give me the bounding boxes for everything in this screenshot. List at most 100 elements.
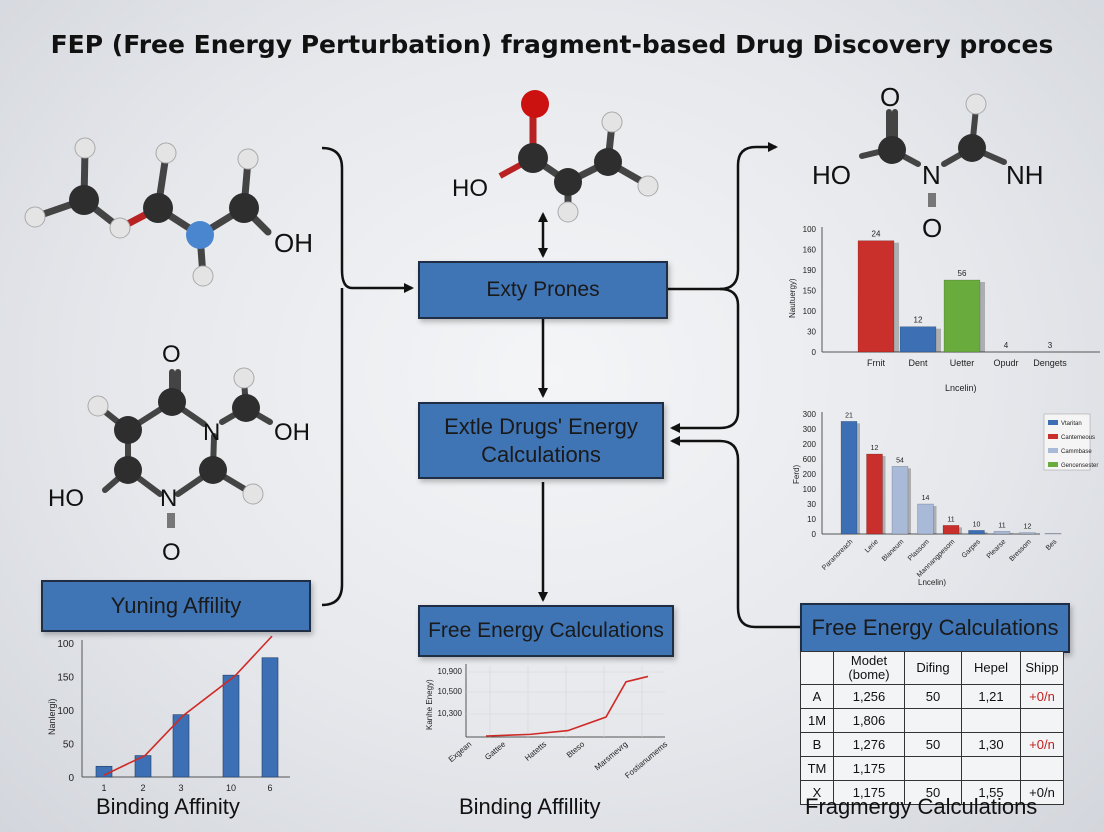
- chart2-bar-side: [959, 527, 962, 534]
- table-cell: 1,175: [833, 780, 905, 805]
- chart3-ytick: 150: [57, 673, 74, 684]
- chart2-ytick: 0: [812, 530, 817, 539]
- chart2-bar-side: [882, 456, 886, 534]
- chart2-data-label: 14: [922, 495, 930, 502]
- right-bracket-lower: [670, 287, 740, 433]
- chart2-ytick: 300: [803, 410, 817, 419]
- chart2-legend-swatch: [1048, 448, 1058, 453]
- chart2-bar-side: [984, 532, 988, 534]
- mol-ml-label-ho: HO: [48, 485, 84, 512]
- table-cell: 1,276: [833, 732, 905, 757]
- table-cell: [904, 708, 962, 733]
- chart2-data-label: 21: [845, 412, 853, 419]
- chart2-ytick: 200: [803, 440, 817, 449]
- chart2-data-label: 12: [871, 445, 879, 452]
- chart2-data-label: 12: [1024, 524, 1032, 531]
- chart2-ytick: 300: [803, 425, 817, 434]
- table-cell: [1020, 708, 1064, 733]
- chart1-bar-side: [936, 328, 941, 352]
- chart2-legend-label: Vtaritan: [1061, 421, 1082, 427]
- chart3-ytick: 50: [63, 740, 75, 751]
- caption-right: Fragmergy Calculations: [805, 794, 1038, 819]
- chart3-category: 10: [226, 783, 236, 793]
- mol-tr-label-n: N: [922, 160, 941, 190]
- chart1-ytick: 30: [807, 328, 816, 337]
- chart2-xlabel: Lncelin): [918, 578, 946, 587]
- chart1-ytick: 100: [803, 225, 817, 234]
- mol-tr-label-o-bottom: O: [922, 213, 942, 243]
- table-cell: 50: [904, 684, 962, 709]
- table-cell: 1,256: [833, 684, 905, 709]
- chart1-data-label: 12: [914, 316, 923, 325]
- chart4-ytick: 10,300: [438, 709, 463, 718]
- mol-ml-label-n-right: N: [203, 419, 220, 446]
- table-row: B 1,276 50 1,30 +0/n: [800, 732, 1064, 757]
- table-cell: 1,806: [833, 708, 905, 733]
- chart1-ytick: 190: [803, 266, 817, 275]
- chart3-ytick: 100: [57, 706, 74, 717]
- chart3-category: 6: [267, 783, 272, 793]
- free-energy-center-box: Free Energy Calculations: [418, 605, 674, 657]
- table-cell: B: [800, 732, 834, 757]
- chart1-bar: [943, 279, 981, 353]
- chart1-data-label: 24: [872, 230, 881, 239]
- chart2-ytick: 200: [803, 470, 817, 479]
- mol-ml-label-o-top: O: [162, 341, 181, 368]
- chart1-category: Dengets: [1033, 358, 1067, 368]
- table-cell: 1,30: [961, 732, 1021, 757]
- table-cell: [961, 756, 1021, 781]
- chart1-ytick: 100: [803, 307, 817, 316]
- chart2-legend-swatch: [1048, 462, 1058, 467]
- chart2-data-label: 11: [947, 516, 954, 523]
- arrow-right-return: [670, 436, 800, 629]
- energy-box: Extle Drugs' Energy Calculations: [418, 402, 664, 479]
- chart4-ylabel: Kanhe Enegy): [425, 679, 434, 730]
- chart2-legend-swatch: [1048, 420, 1058, 425]
- chart3-bar: [261, 657, 279, 778]
- chart2-bar-side: [857, 423, 860, 534]
- chart2-legend-label: Cammbase: [1061, 449, 1092, 455]
- mol-ml-label-n-bottom: N: [160, 485, 177, 512]
- chart3-bar: [172, 714, 190, 778]
- yuning-box-label: Yuning Affility: [110, 593, 242, 619]
- table-cell: [904, 756, 962, 781]
- chart2-legend-label: Gencensester: [1061, 463, 1098, 469]
- chart4-line: [485, 675, 649, 737]
- chart2-bar-side: [933, 506, 937, 534]
- table-header-cell: Shipp: [1020, 651, 1064, 685]
- chart2-ytick: 30: [807, 500, 816, 509]
- chart4-category: Gattee: [483, 739, 508, 762]
- table-cell: X: [800, 780, 834, 805]
- table-cell: 1,55: [961, 780, 1021, 805]
- yuning-box: Yuning Affility: [41, 580, 311, 632]
- chart1-xlabel: Lncelin): [945, 383, 977, 393]
- chart1-data-label: 3: [1048, 341, 1053, 350]
- chart1-data-label: 4: [1004, 341, 1009, 350]
- chart1-data-label: 56: [958, 269, 967, 278]
- chart2-bar-side: [1010, 533, 1013, 534]
- chart1-ylabel: Nautuergy): [788, 278, 797, 318]
- chart1-ytick: 160: [803, 246, 817, 255]
- free-energy-center-label: Free Energy Calculations: [428, 618, 664, 642]
- chart2-bar: [917, 503, 934, 535]
- chart4-category: Fostianumems: [623, 740, 669, 781]
- entry-box-label: Exty Prones: [486, 277, 600, 301]
- table-header-cell: Modet (bome): [833, 651, 905, 685]
- chart1-ytick: 150: [803, 287, 817, 296]
- chart2-bar-side: [908, 468, 911, 534]
- chart4-ytick: 10,500: [438, 687, 463, 696]
- chart4-category: Exgean: [447, 740, 474, 764]
- caption-left: Binding Affinity: [96, 794, 240, 819]
- table-row: X 1,175 50 1,55 +0/n: [800, 780, 1064, 805]
- free-energy-right-label: Free Energy Calculations: [811, 615, 1059, 641]
- chart4-ytick: 10,900: [438, 667, 463, 676]
- table-row: A 1,256 50 1,21 +0/n: [800, 684, 1064, 709]
- chart1-bar: [899, 326, 937, 353]
- chart2-bar: [891, 466, 909, 535]
- left-bracket-lower: [321, 288, 344, 607]
